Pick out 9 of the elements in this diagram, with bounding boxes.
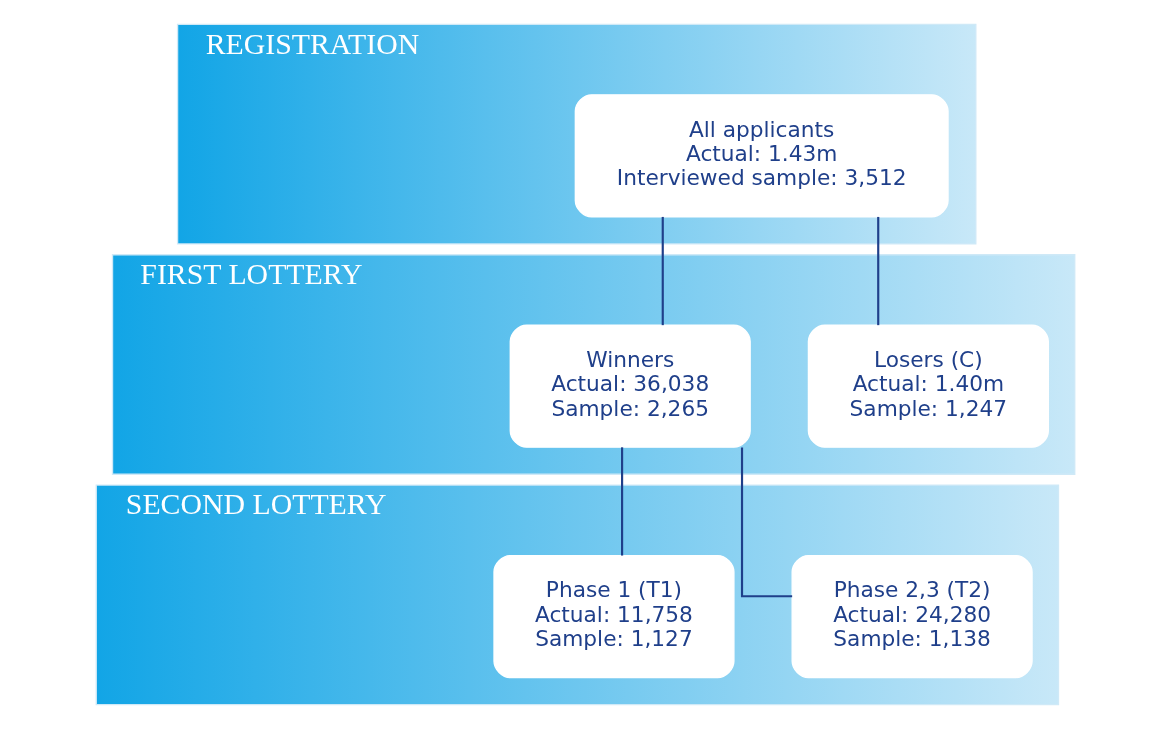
connector [661, 216, 664, 326]
connector [740, 447, 792, 598]
node-box: Losers (C) Actual: 1.40m Sample: 1,247 [807, 324, 1049, 448]
node-box: Winners Actual: 36,038 Sample: 2,265 [509, 324, 751, 448]
node-box: All applicants Actual: 1.43m Interviewed sample: 3,512 [574, 94, 949, 218]
connector [876, 216, 879, 326]
node-box: Phase 1 (T1) Actual: 11,758 Sample: 1,127 [492, 554, 735, 679]
connector [620, 447, 623, 556]
node-box: Phase 2,3 (T2) Actual: 24,280 Sample: 1,138 [791, 554, 1033, 679]
